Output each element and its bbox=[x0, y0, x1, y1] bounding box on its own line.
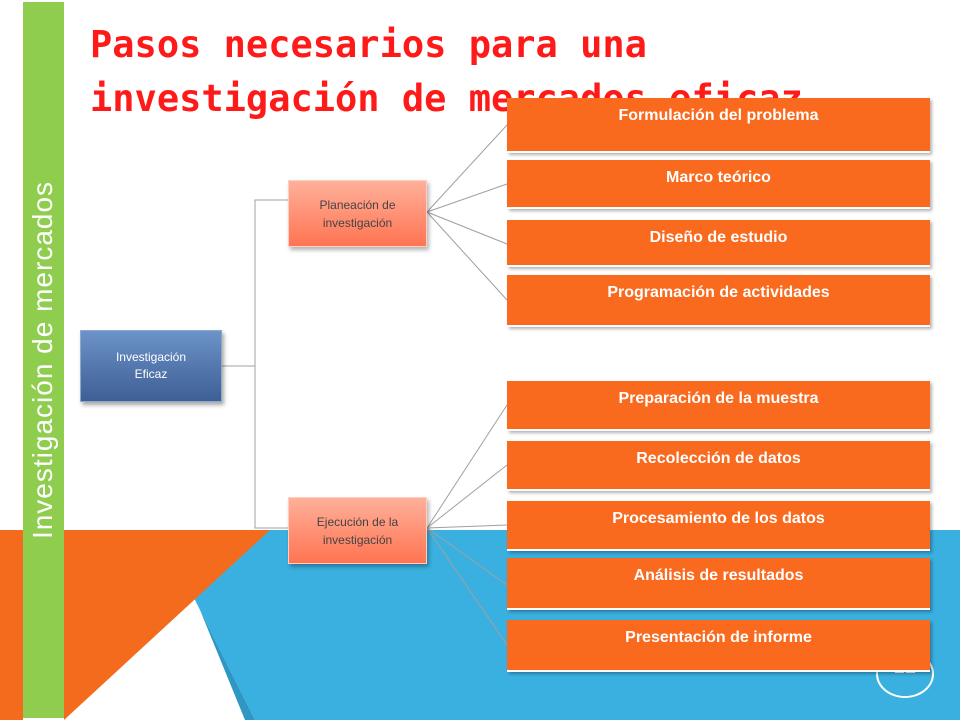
step-box-plan-1: Formulación del problema bbox=[507, 98, 930, 153]
step-label: Análisis de resultados bbox=[633, 567, 804, 584]
step-label: Formulación del problema bbox=[618, 107, 819, 124]
connector-plan-step-2 bbox=[426, 183, 508, 213]
root-node: Investigación Eficaz bbox=[80, 330, 222, 402]
step-label: Diseño de estudio bbox=[649, 229, 788, 246]
step-label: Preparación de la muestra bbox=[618, 390, 819, 407]
background-orange-strip bbox=[0, 530, 23, 720]
sidebar-band: Investigación de mercados bbox=[23, 2, 64, 718]
branch-node-execution: Ejecución de la investigación bbox=[288, 497, 427, 564]
connector-plan-step-4 bbox=[426, 211, 508, 301]
connector-exec-step-5 bbox=[426, 527, 508, 646]
step-box-exec-1: Preparación de la muestra bbox=[507, 381, 930, 431]
background-dark-blue-triangle bbox=[160, 530, 255, 720]
step-box-exec-2: Recolección de datos bbox=[507, 441, 930, 491]
connector-exec-step-4 bbox=[426, 527, 508, 586]
step-box-exec-4: Análisis de resultados bbox=[507, 558, 930, 610]
connector-exec-step-3 bbox=[426, 524, 508, 529]
connector-root-branches bbox=[222, 199, 288, 529]
root-node-label: Investigación Eficaz bbox=[115, 350, 187, 381]
step-box-plan-4: Programación de actividades bbox=[507, 275, 930, 327]
connector-exec-step-1 bbox=[426, 404, 508, 529]
step-label: Marco teórico bbox=[666, 169, 771, 186]
branch-node-label: Ejecución de la investigación bbox=[316, 514, 399, 547]
connector-exec-step-2 bbox=[426, 464, 508, 529]
step-label: Recolección de datos bbox=[636, 450, 801, 467]
connector-plan-step-3 bbox=[426, 211, 508, 245]
branch-node-label: Planeación de investigación bbox=[319, 197, 396, 230]
step-box-plan-2: Marco teórico bbox=[507, 160, 930, 209]
step-box-plan-3: Diseño de estudio bbox=[507, 220, 930, 267]
connector-plan-step-1 bbox=[426, 124, 508, 213]
step-label: Procesamiento de los datos bbox=[612, 510, 825, 527]
step-label: Programación de actividades bbox=[607, 284, 830, 301]
background-orange-triangle bbox=[64, 530, 270, 720]
step-box-exec-3: Procesamiento de los datos bbox=[507, 501, 930, 551]
step-label: Presentación de informe bbox=[625, 629, 812, 646]
branch-node-planning: Planeación de investigación bbox=[288, 180, 427, 247]
step-box-exec-5: Presentación de informe bbox=[507, 620, 930, 672]
